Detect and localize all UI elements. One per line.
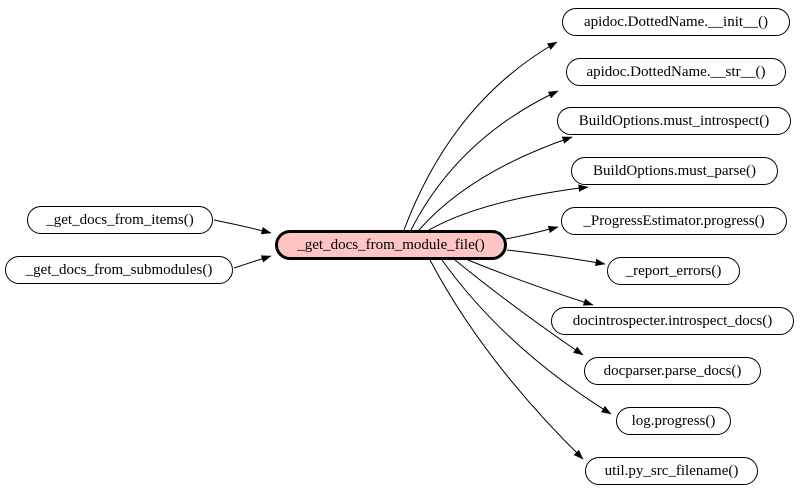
edges xyxy=(213,41,612,460)
graph-node-log_progress[interactable]: log.progress() xyxy=(616,407,731,435)
graph-node-dottedname_init[interactable]: apidoc.DottedName.__init__() xyxy=(562,8,790,36)
graph-node-get_docs_from_items[interactable]: _get_docs_from_items() xyxy=(27,206,213,234)
edge-get_docs_from_module_file-to-dottedname_str xyxy=(410,90,559,231)
graph-node-report_errors[interactable]: _report_errors() xyxy=(607,257,740,285)
edge-get_docs_from_module_file-to-parse_docs xyxy=(454,259,584,356)
graph-node-dottedname_str[interactable]: apidoc.DottedName.__str__() xyxy=(566,58,786,86)
graph-node-py_src_filename[interactable]: util.py_src_filename() xyxy=(585,457,758,485)
edge-get_docs_from_submodules-to-get_docs_from_module_file xyxy=(233,255,272,269)
graph-node-parse_docs[interactable]: docparser.parse_docs() xyxy=(584,357,761,385)
graph-node-get_docs_from_module_file[interactable]: _get_docs_from_module_file() xyxy=(275,230,507,260)
edge-get_docs_from_module_file-to-introspect_docs xyxy=(467,259,594,306)
graph-node-introspect_docs[interactable]: docintrospecter.introspect_docs() xyxy=(551,307,794,335)
edge-get_docs_from_module_file-to-must_parse xyxy=(428,184,589,231)
edge-get_docs_from_module_file-to-dottedname_init xyxy=(403,41,558,231)
graph-node-must_introspect[interactable]: BuildOptions.must_introspect() xyxy=(557,107,791,135)
edge-get_docs_from_module_file-to-report_errors xyxy=(506,249,606,267)
edge-get_docs_from_items-to-get_docs_from_module_file xyxy=(213,219,272,235)
edge-get_docs_from_module_file-to-log_progress xyxy=(441,259,612,415)
edge-get_docs_from_module_file-to-progressestimator_progress xyxy=(505,225,559,240)
edge-get_docs_from_module_file-to-must_introspect xyxy=(418,136,573,231)
edge-get_docs_from_module_file-to-py_src_filename xyxy=(429,259,584,460)
graph-node-progressestimator_progress[interactable]: _ProgressEstimator.progress() xyxy=(561,207,787,235)
graph-node-get_docs_from_submodules[interactable]: _get_docs_from_submodules() xyxy=(5,256,233,284)
graph-node-must_parse[interactable]: BuildOptions.must_parse() xyxy=(571,157,778,185)
